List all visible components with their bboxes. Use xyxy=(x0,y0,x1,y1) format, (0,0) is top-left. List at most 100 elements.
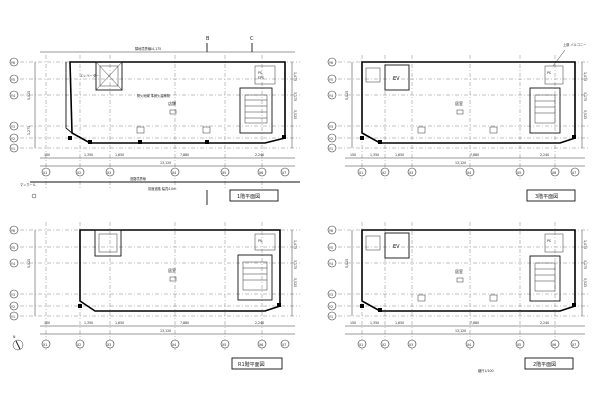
svg-text:EPS: EPS xyxy=(258,76,264,80)
svg-text:居室: 居室 xyxy=(455,268,463,274)
svg-text:2,240: 2,240 xyxy=(255,153,264,157)
grid-bubbles-left: Y6 Y5 Y4 Y3 Y2 Y1 xyxy=(9,57,19,153)
svg-text:1,650: 1,650 xyxy=(115,153,124,157)
svg-text:EV: EV xyxy=(393,244,400,250)
svg-text:5,025: 5,025 xyxy=(345,259,349,268)
svg-text:1,350: 1,350 xyxy=(370,321,379,325)
svg-text:X3: X3 xyxy=(107,343,111,347)
svg-text:1,650: 1,650 xyxy=(395,321,404,325)
svg-text:Y6: Y6 xyxy=(329,229,333,233)
svg-text:150: 150 xyxy=(350,321,356,325)
svg-text:13,120: 13,120 xyxy=(455,161,466,165)
svg-text:X6: X6 xyxy=(552,343,556,347)
svg-text:150: 150 xyxy=(44,153,50,157)
plan-r1f: PS 居室 1,475 3,175 5,525 5,025 150 1,350 … xyxy=(9,222,300,370)
svg-text:エレベーター: エレベーター xyxy=(80,73,99,78)
svg-text:150: 150 xyxy=(44,321,50,325)
svg-text:X4: X4 xyxy=(172,171,176,175)
svg-text:1,275: 1,275 xyxy=(27,126,31,135)
plan-title-box xyxy=(524,357,574,370)
svg-text:居室: 居室 xyxy=(168,267,176,273)
svg-text:1,475: 1,475 xyxy=(293,240,297,249)
svg-text:PS: PS xyxy=(547,239,551,243)
svg-text:EV: EV xyxy=(393,76,400,82)
svg-text:Y5: Y5 xyxy=(11,246,15,250)
grid-bubbles-bottom: X1 X2 X3 X4 X5 X6 X7 xyxy=(41,167,290,177)
svg-text:5,025: 5,025 xyxy=(27,91,31,100)
svg-text:Y1: Y1 xyxy=(329,315,333,319)
svg-text:Y1: Y1 xyxy=(11,147,15,151)
svg-text:7,880: 7,880 xyxy=(470,153,479,157)
svg-text:X6: X6 xyxy=(259,171,263,175)
plan-2f: EV PS 居室 1,475 3,175 5,525 5,025 150 1,3… xyxy=(327,222,590,373)
svg-text:3,175: 3,175 xyxy=(583,92,587,101)
svg-text:150: 150 xyxy=(350,153,356,157)
svg-text:3,175: 3,175 xyxy=(293,260,297,269)
top-dimension: 14,175 xyxy=(150,47,161,51)
svg-text:N: N xyxy=(13,335,16,339)
svg-text:1,650: 1,650 xyxy=(395,153,404,157)
svg-text:Y4: Y4 xyxy=(329,94,333,98)
svg-text:PS: PS xyxy=(258,71,262,75)
svg-text:Y5: Y5 xyxy=(329,246,333,250)
svg-text:PS: PS xyxy=(547,71,551,75)
svg-text:X6: X6 xyxy=(552,171,556,175)
plan-title: 1階平面図 xyxy=(237,193,260,200)
svg-text:3,175: 3,175 xyxy=(293,92,297,101)
svg-text:5,525: 5,525 xyxy=(583,278,587,287)
plan-title-box xyxy=(231,357,283,370)
svg-text:13,120: 13,120 xyxy=(455,329,466,333)
svg-text:X3: X3 xyxy=(409,171,413,175)
svg-text:X5: X5 xyxy=(517,171,521,175)
svg-text:X7: X7 xyxy=(572,171,576,175)
svg-text:7,880: 7,880 xyxy=(180,321,189,325)
svg-text:X4: X4 xyxy=(172,343,176,347)
svg-text:13,120: 13,120 xyxy=(160,329,171,333)
svg-text:5,525: 5,525 xyxy=(293,278,297,287)
svg-text:X4: X4 xyxy=(467,343,471,347)
svg-text:1,475: 1,475 xyxy=(293,72,297,81)
svg-text:X3: X3 xyxy=(409,343,413,347)
svg-text:X1: X1 xyxy=(359,343,363,347)
manhole-label: マンホール xyxy=(20,182,37,187)
svg-text:上部 バルコニー: 上部 バルコニー xyxy=(563,42,586,47)
svg-text:Y4: Y4 xyxy=(329,262,333,266)
svg-text:Y3: Y3 xyxy=(11,293,15,297)
svg-text:Y5: Y5 xyxy=(11,78,15,82)
svg-text:X7: X7 xyxy=(282,343,286,347)
svg-text:隣地境界線: 隣地境界線 xyxy=(135,46,152,51)
plan-title: 2階平面図 xyxy=(533,361,556,368)
total-dimension: 13,120 xyxy=(160,161,171,165)
plan-title: 3階平面図 xyxy=(535,193,558,200)
svg-text:X5: X5 xyxy=(222,343,226,347)
svg-text:X1: X1 xyxy=(43,343,47,347)
svg-text:Y3: Y3 xyxy=(329,293,333,297)
plan-title: R1階平面図 xyxy=(238,361,265,368)
svg-text:1,650: 1,650 xyxy=(115,321,124,325)
section-marker-c: C xyxy=(250,36,254,52)
svg-text:B: B xyxy=(206,36,210,42)
svg-text:1,350: 1,350 xyxy=(84,321,93,325)
plan-1f: B C 14,175 隣地境界線 xyxy=(9,36,300,205)
svg-text:X2: X2 xyxy=(77,171,81,175)
svg-text:3,175: 3,175 xyxy=(583,260,587,269)
svg-text:5,025: 5,025 xyxy=(27,259,31,268)
svg-text:5,525: 5,525 xyxy=(583,110,587,119)
svg-text:Y2: Y2 xyxy=(329,305,333,309)
section-marker-b: B xyxy=(206,36,210,52)
svg-text:前面道路 幅員4.0m: 前面道路 幅員4.0m xyxy=(148,186,176,191)
svg-text:2,240: 2,240 xyxy=(540,321,549,325)
svg-text:X2: X2 xyxy=(77,343,81,347)
svg-text:X3: X3 xyxy=(107,171,111,175)
north-arrow-icon: N xyxy=(12,335,24,351)
svg-text:1,350: 1,350 xyxy=(84,153,93,157)
plan-title-box xyxy=(526,189,576,202)
svg-text:X5: X5 xyxy=(517,343,521,347)
svg-text:2,240: 2,240 xyxy=(540,153,549,157)
scale-note: 縮尺1/100 xyxy=(478,368,494,373)
svg-text:Y3: Y3 xyxy=(329,125,333,129)
svg-text:X1: X1 xyxy=(43,171,47,175)
svg-text:5,025: 5,025 xyxy=(345,91,349,100)
svg-text:1,350: 1,350 xyxy=(370,153,379,157)
